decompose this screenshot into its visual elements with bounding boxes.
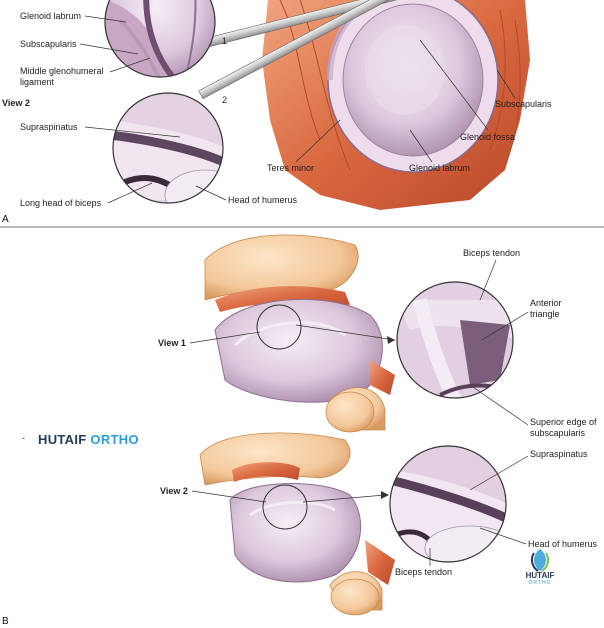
pointer-1-number: 1 [222, 36, 227, 46]
label-teres-minor: Teres minor [267, 163, 314, 173]
label-anterior-1: Anterior [530, 298, 562, 308]
label-view-1: View 1 [158, 338, 186, 348]
pointer-2-number: 2 [222, 95, 227, 105]
view2-source-circle [262, 484, 308, 530]
label-glenoid-fossa: Glenoid fossa [460, 132, 515, 142]
logo-subtext: ORTHO [528, 580, 552, 586]
label-anterior-2: triangle [530, 309, 560, 319]
watermark-text: HUTAIF ORTHO [38, 432, 139, 447]
label-head-of-humerus-a: Head of humerus [228, 195, 298, 205]
panel-a-view-circle-1 [104, 0, 216, 78]
label-head-of-humerus-b: Head of humerus [528, 539, 598, 549]
label-middle-glenohumeral-1: Middle glenohumeral [20, 66, 104, 76]
panel-b-view-circle-1 [396, 281, 514, 399]
label-superior-edge-2: subscapularis [530, 428, 586, 438]
hutaif-logo-icon [530, 549, 550, 572]
label-view-2-a: View 2 [2, 98, 30, 108]
panel-a-view-circle-2 [112, 92, 224, 204]
label-view-2-b: View 2 [160, 486, 188, 496]
label-superior-edge-1: Superior edge of [530, 417, 597, 427]
label-glenoid-labrum-bottom: Glenoid labrum [409, 163, 470, 173]
panel-a: 1 2 Glenoid labrum [2, 0, 552, 225]
panel-b-letter: B [2, 616, 9, 627]
watermark-small-mark: - [22, 433, 25, 443]
label-glenoid-labrum-top: Glenoid labrum [20, 11, 81, 21]
label-supraspinatus-b: Supraspinatus [530, 449, 588, 459]
panel-a-shoulder-illustration [173, 0, 530, 210]
panel-b-shoulder-bottom [199, 432, 395, 616]
label-subscapularis-right: Subscapularis [495, 99, 552, 109]
panel-b: View 1 View 2 Biceps tendon Anterior tri… [2, 234, 598, 627]
view1-source-circle [256, 304, 302, 350]
label-supraspinatus-a: Supraspinatus [20, 122, 78, 132]
watermark-part-2: ORTHO [90, 432, 139, 447]
watermark-part-1: HUTAIF [38, 432, 87, 447]
logo-text: HUTAIF [525, 571, 555, 580]
panel-b-view-circle-2 [389, 445, 507, 563]
label-biceps-tendon-top: Biceps tendon [463, 248, 520, 258]
panel-a-letter: A [2, 214, 9, 225]
label-long-head-biceps: Long head of biceps [20, 198, 102, 208]
label-subscapularis-left: Subscapularis [20, 39, 77, 49]
label-biceps-tendon-bottom: Biceps tendon [395, 567, 452, 577]
label-middle-glenohumeral-2: ligament [20, 77, 55, 87]
